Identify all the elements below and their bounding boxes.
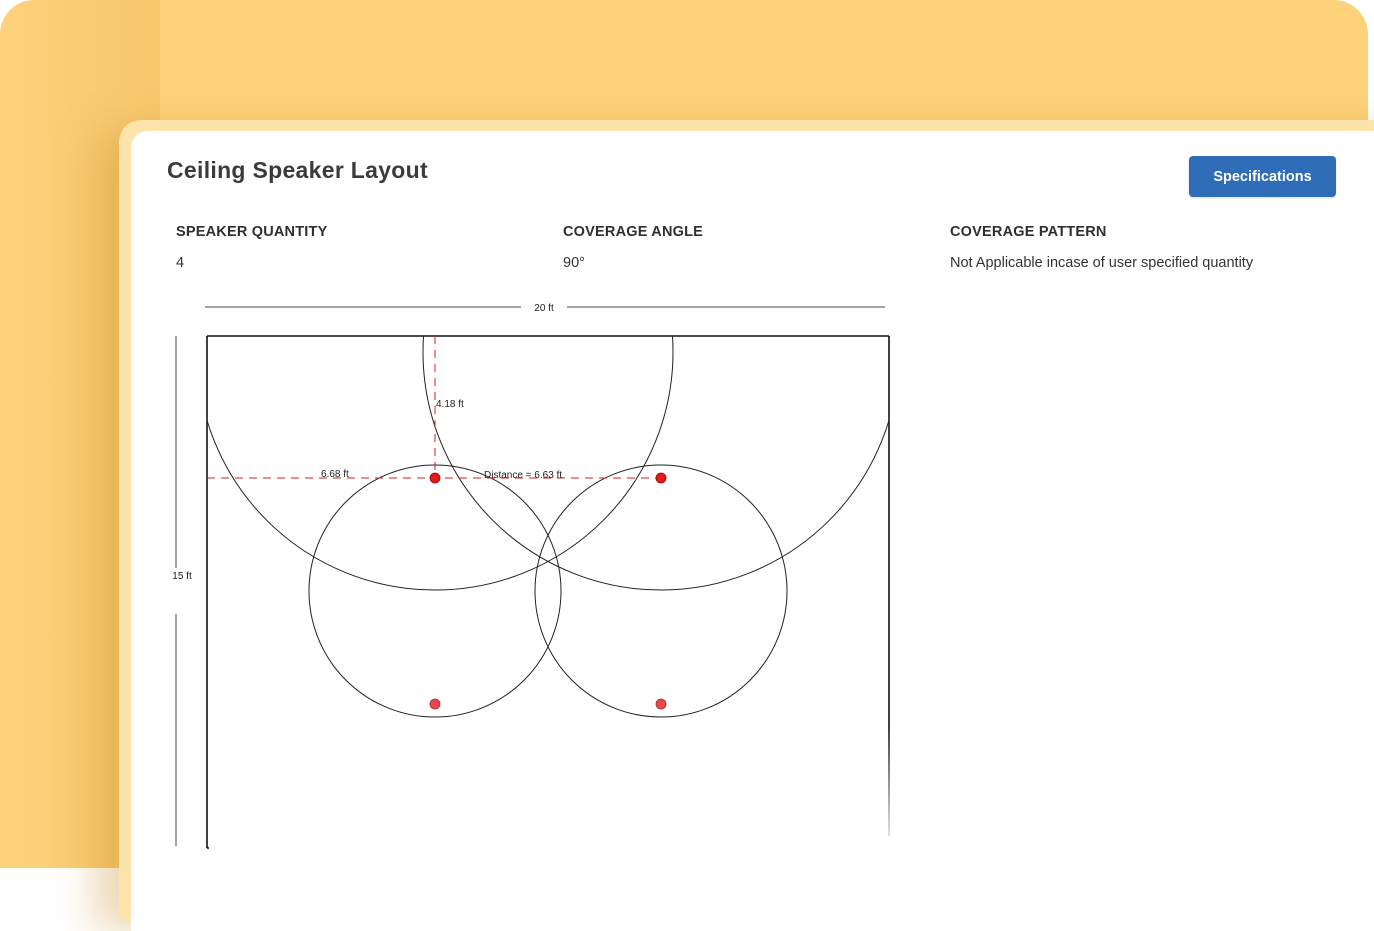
coverage-circle bbox=[308, 464, 562, 718]
coverage-pattern-value: Not Applicable incase of user specified … bbox=[950, 255, 1254, 271]
speaker-layout-diagram: 20 ft 15 ft bbox=[163, 296, 899, 856]
specifications-button[interactable]: Specifications bbox=[1189, 156, 1336, 197]
bottom-fade bbox=[209, 726, 899, 856]
coverage-circles bbox=[207, 336, 889, 718]
speaker-marker[interactable] bbox=[429, 698, 441, 710]
room-length-dimension: 15 ft bbox=[172, 336, 192, 846]
speaker-marker[interactable] bbox=[429, 472, 441, 484]
coverage-pattern-label: COVERAGE PATTERN bbox=[950, 224, 1107, 240]
room-width-dimension: 20 ft bbox=[205, 303, 885, 314]
offset-top-label: 4.18 ft bbox=[436, 399, 464, 410]
speaker-marker[interactable] bbox=[655, 472, 667, 484]
coverage-angle-label: COVERAGE ANGLE bbox=[563, 224, 704, 240]
speaker-quantity-label: SPEAKER QUANTITY bbox=[176, 224, 328, 240]
coverage-angle-value: 90° bbox=[563, 255, 585, 271]
speaker-marker[interactable] bbox=[655, 698, 667, 710]
coverage-circle bbox=[422, 336, 889, 591]
distance-label: Distance = 6.63 ft bbox=[484, 470, 562, 481]
offset-left-label: 6.68 ft bbox=[321, 469, 349, 480]
speaker-layout-panel: Ceiling Speaker Layout Specifications SP… bbox=[131, 131, 1374, 931]
coverage-circle bbox=[534, 464, 788, 718]
room-width-label: 20 ft bbox=[534, 303, 554, 314]
offset-guides bbox=[207, 336, 661, 479]
page-title: Ceiling Speaker Layout bbox=[167, 157, 428, 183]
room-length-label: 15 ft bbox=[172, 571, 192, 582]
speakers bbox=[429, 472, 667, 710]
speaker-quantity-value: 4 bbox=[176, 255, 185, 271]
coverage-circle bbox=[207, 336, 674, 591]
